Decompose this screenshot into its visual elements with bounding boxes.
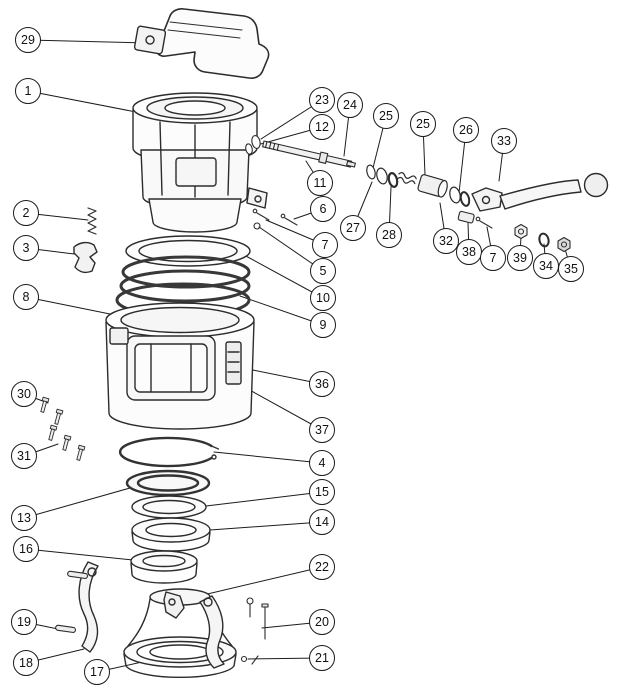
callout-19: 19 (11, 609, 37, 635)
part-cam-arm-left (78, 561, 99, 653)
callout-8: 8 (13, 284, 39, 310)
callout-5: 5 (310, 258, 336, 284)
part-spring (87, 207, 97, 235)
callout-18: 18 (13, 650, 39, 676)
callout-27: 27 (340, 215, 366, 241)
part-coil-rings (115, 255, 251, 318)
callout-36: 36 (309, 371, 335, 397)
callout-32: 32 (433, 228, 459, 254)
callout-25-1: 25 (373, 103, 399, 129)
callout-25-2: 25 (410, 111, 436, 137)
callout-28: 28 (376, 222, 402, 248)
callout-7-1: 7 (312, 232, 338, 258)
part-collar (130, 550, 198, 584)
callout-15: 15 (309, 479, 335, 505)
callout-10: 10 (310, 285, 336, 311)
callout-13: 13 (11, 505, 37, 531)
part-retaining-ring (119, 436, 220, 468)
part-latch-pawl (73, 241, 98, 274)
callout-12: 12 (309, 114, 335, 140)
callout-31: 31 (11, 443, 37, 469)
part-fasteners (457, 210, 571, 253)
callout-22: 22 (309, 554, 335, 580)
part-washer-ring (131, 495, 207, 519)
callout-24: 24 (337, 92, 363, 118)
part-pins (55, 570, 89, 633)
part-plunger-stack (366, 164, 471, 207)
callout-35: 35 (558, 256, 584, 282)
callout-26: 26 (453, 117, 479, 143)
callout-38: 38 (456, 239, 482, 265)
callout-17: 17 (84, 659, 110, 685)
callout-37: 37 (309, 417, 335, 443)
callout-29: 29 (15, 27, 41, 53)
part-cam-lever (163, 591, 185, 619)
part-lower-canister (105, 302, 255, 430)
callout-6: 6 (310, 196, 336, 222)
callout-16: 16 (13, 536, 39, 562)
part-handle-lever (471, 172, 609, 212)
callout-3: 3 (13, 235, 39, 261)
leader-lines (23, 39, 572, 673)
part-small-pins (252, 208, 298, 230)
callout-23: 23 (309, 87, 335, 113)
callout-21: 21 (309, 645, 335, 671)
callout-34: 34 (533, 253, 559, 279)
part-shaft (262, 140, 356, 168)
callout-4: 4 (309, 450, 335, 476)
callout-7-2: 7 (480, 245, 506, 271)
part-shaft-washers (245, 135, 261, 155)
part-cam-arm-right (199, 595, 225, 669)
callout-11: 11 (307, 170, 333, 196)
part-bail-handle (133, 8, 270, 79)
part-base-screws (240, 597, 269, 665)
part-upper-coupler-body (132, 92, 268, 233)
callout-9: 9 (310, 312, 336, 338)
callout-39: 39 (507, 245, 533, 271)
callout-20: 20 (309, 609, 335, 635)
part-seat-ring (131, 517, 211, 552)
callout-2: 2 (13, 200, 39, 226)
callout-33: 33 (491, 128, 517, 154)
callout-14: 14 (309, 509, 335, 535)
part-screws (40, 396, 86, 461)
part-seal-ring (125, 469, 211, 497)
callout-1: 1 (15, 78, 41, 104)
callout-30: 30 (11, 381, 37, 407)
